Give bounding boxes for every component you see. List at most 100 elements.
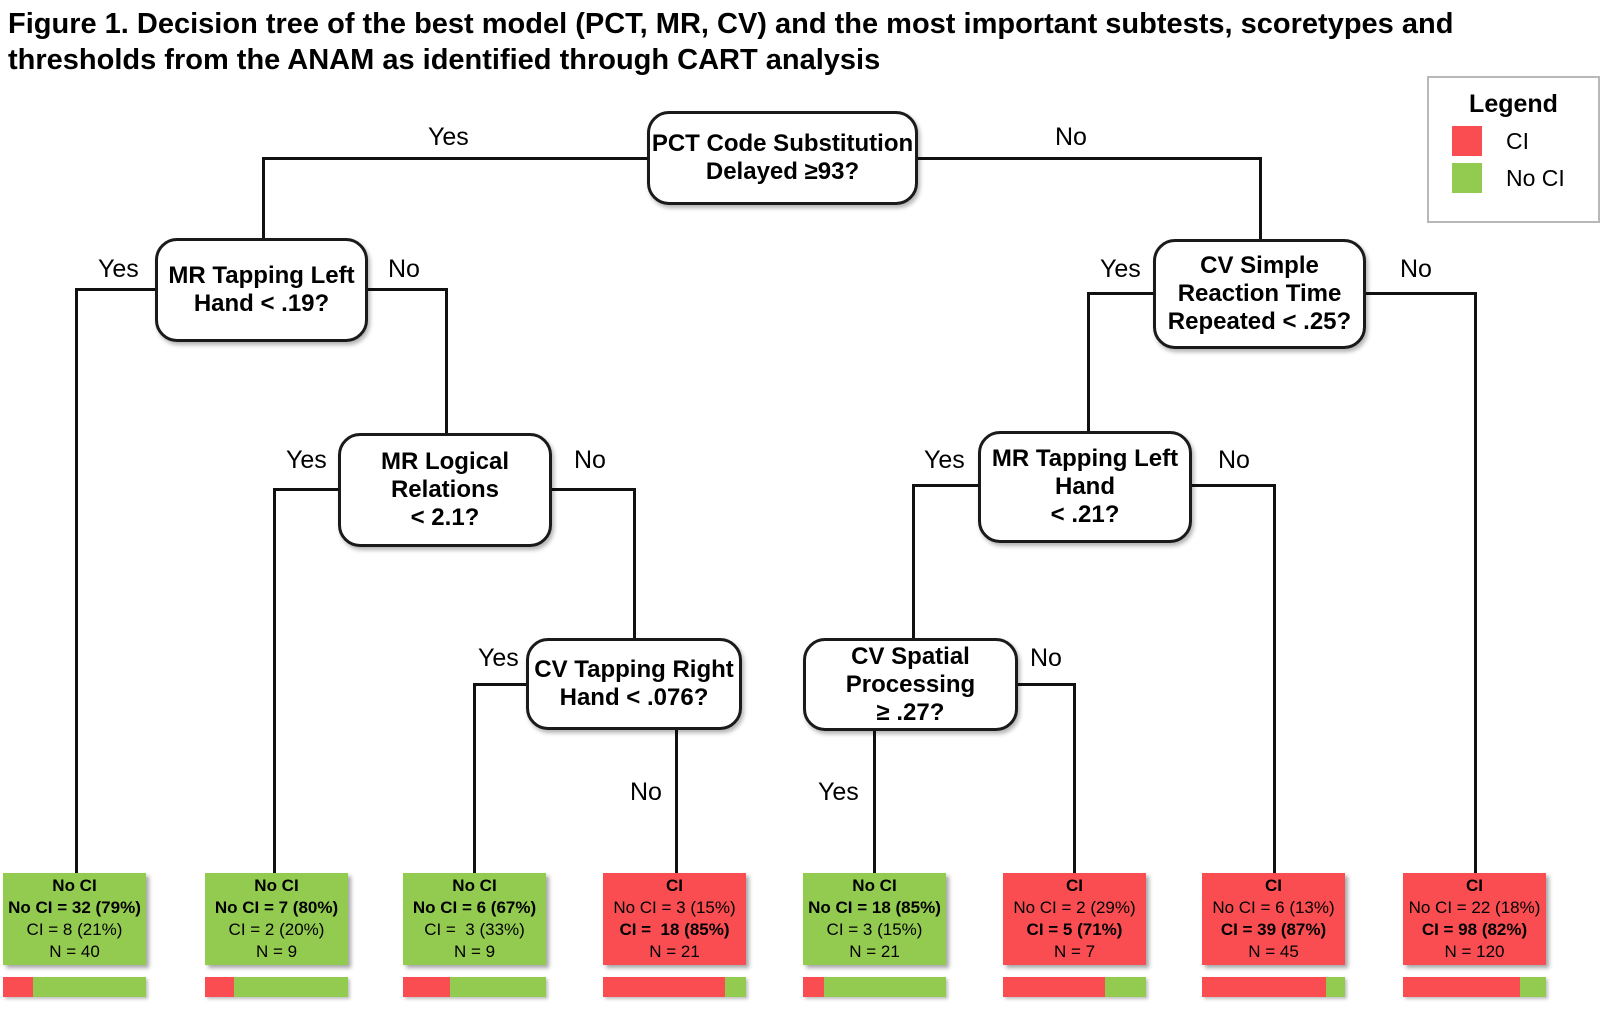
ci-bar-segment (3, 977, 34, 997)
leaf-no-ci-count: No CI = 6 (13%) (1212, 898, 1335, 917)
legend-label-no-ci: No CI (1506, 164, 1565, 191)
connector-line (1273, 484, 1276, 873)
leaf-no-ci-count: No CI = 2 (29%) (1013, 898, 1136, 917)
leaf-outcome: No CI (452, 876, 497, 895)
connector-line (1087, 292, 1090, 431)
legend-item-no-ci: No CI (1452, 163, 1598, 193)
ci-bar-segment (205, 977, 234, 997)
leaf-ci-count: CI = 8 (21%) (26, 920, 123, 939)
connector-line (1073, 683, 1076, 873)
edge-label-yes: Yes (478, 644, 519, 672)
leaf-n-count: N = 45 (1248, 942, 1299, 961)
decision-node-pct-code-substitution: PCT Code Substitution Delayed ≥93? (647, 111, 918, 205)
leaf-node-8: CI No CI = 22 (18%) CI = 98 (82%) N = 12… (1403, 873, 1546, 965)
leaf-no-ci-count: No CI = 6 (67%) (412, 898, 537, 917)
leaf-node-6: CI No CI = 2 (29%) CI = 5 (71%) N = 7 (1003, 873, 1146, 965)
edge-label-yes: Yes (98, 255, 139, 283)
leaf-no-ci-count: No CI = 7 (80%) (214, 898, 339, 917)
connector-line (273, 488, 338, 491)
leaf-node-2: No CI No CI = 7 (80%) CI = 2 (20%) N = 9 (205, 873, 348, 965)
edge-label-yes: Yes (818, 778, 859, 806)
edge-label-no: No (388, 255, 420, 283)
connector-line (262, 157, 647, 160)
leaf-no-ci-count: No CI = 3 (15%) (613, 898, 736, 917)
connector-line (273, 488, 276, 873)
connector-line (1474, 292, 1477, 873)
leaf-no-ci-count: No CI = 18 (85%) (808, 898, 941, 917)
leaf-distribution-bar-2 (205, 977, 348, 997)
leaf-outcome: No CI (852, 876, 897, 895)
leaf-ci-count: CI = 98 (82%) (1421, 920, 1528, 939)
decision-node-cv-spatial-processing: CV Spatial Processing ≥ .27? (803, 638, 1018, 731)
edge-label-no: No (1400, 255, 1432, 283)
leaf-distribution-bar-7 (1202, 977, 1345, 997)
leaf-outcome: CI (1265, 876, 1282, 895)
leaf-ci-count: CI = 39 (87%) (1220, 920, 1327, 939)
connector-line (1259, 157, 1262, 239)
leaf-ci-count: CI = 3 (15%) (826, 920, 923, 939)
leaf-distribution-bar-8 (1403, 977, 1546, 997)
ci-bar-segment (1003, 977, 1105, 997)
legend-item-ci: CI (1452, 126, 1598, 156)
connector-line (75, 288, 78, 873)
leaf-ci-count: CI = 18 (85%) (619, 920, 730, 939)
legend-title: Legend (1469, 90, 1558, 118)
leaf-ci-count: CI = 2 (20%) (228, 920, 325, 939)
no-ci-color-swatch (1452, 163, 1482, 193)
edge-label-yes: Yes (428, 123, 469, 151)
leaf-n-count: N = 120 (1444, 942, 1505, 961)
leaf-node-5: No CI No CI = 18 (85%) CI = 3 (15%) N = … (803, 873, 946, 965)
ci-bar-segment (1403, 977, 1521, 997)
leaf-distribution-bar-6 (1003, 977, 1146, 997)
connector-line (445, 288, 448, 433)
connector-line (1018, 683, 1073, 686)
connector-line (75, 288, 155, 291)
leaf-n-count: N = 7 (1053, 942, 1096, 961)
edge-label-no: No (1055, 123, 1087, 151)
connector-line (918, 157, 1259, 160)
ci-bar-segment (803, 977, 825, 997)
leaf-n-count: N = 9 (453, 942, 496, 961)
edge-label-no: No (1030, 644, 1062, 672)
leaf-distribution-bar-1 (3, 977, 146, 997)
connector-line (1366, 292, 1474, 295)
connector-line (473, 683, 526, 686)
leaf-n-count: N = 9 (255, 942, 298, 961)
decision-node-cv-tapping-right: CV Tapping Right Hand < .076? (526, 638, 742, 730)
ci-bar-segment (403, 977, 451, 997)
connector-line (912, 484, 915, 638)
decision-node-mr-logical-relations: MR Logical Relations < 2.1? (338, 433, 552, 547)
leaf-distribution-bar-5 (803, 977, 946, 997)
edge-label-no: No (630, 778, 662, 806)
edge-label-yes: Yes (286, 446, 327, 474)
connector-line (675, 730, 678, 873)
connector-line (473, 683, 476, 873)
leaf-distribution-bar-4 (603, 977, 746, 997)
connector-line (912, 484, 978, 487)
figure-title: Figure 1. Decision tree of the best mode… (8, 8, 1454, 76)
leaf-distribution-bar-3 (403, 977, 546, 997)
leaf-node-1: No CI No CI = 32 (79%) CI = 8 (21%) N = … (3, 873, 146, 965)
leaf-outcome: CI (666, 876, 683, 895)
leaf-n-count: N = 21 (849, 942, 900, 961)
connector-line (368, 288, 445, 291)
edge-label-no: No (574, 446, 606, 474)
connector-line (1087, 292, 1153, 295)
leaf-node-7: CI No CI = 6 (13%) CI = 39 (87%) N = 45 (1202, 873, 1345, 965)
decision-node-mr-tapping-left-19: MR Tapping Left Hand < .19? (155, 238, 368, 342)
ci-bar-segment (603, 977, 725, 997)
edge-label-yes: Yes (924, 446, 965, 474)
ci-color-swatch (1452, 126, 1482, 156)
leaf-no-ci-count: No CI = 32 (79%) (8, 898, 141, 917)
leaf-node-4: CI No CI = 3 (15%) CI = 18 (85%) N = 21 (603, 873, 746, 965)
decision-node-cv-simple-reaction-time: CV Simple Reaction Time Repeated < .25? (1153, 239, 1366, 349)
leaf-outcome: CI (1466, 876, 1483, 895)
leaf-n-count: N = 40 (49, 942, 100, 961)
legend-label-ci: CI (1506, 127, 1529, 154)
leaf-n-count: N = 21 (649, 942, 700, 961)
ci-bar-segment (1202, 977, 1327, 997)
connector-line (552, 488, 633, 491)
edge-label-yes: Yes (1100, 255, 1141, 283)
leaf-no-ci-count: No CI = 22 (18%) (1408, 898, 1541, 917)
